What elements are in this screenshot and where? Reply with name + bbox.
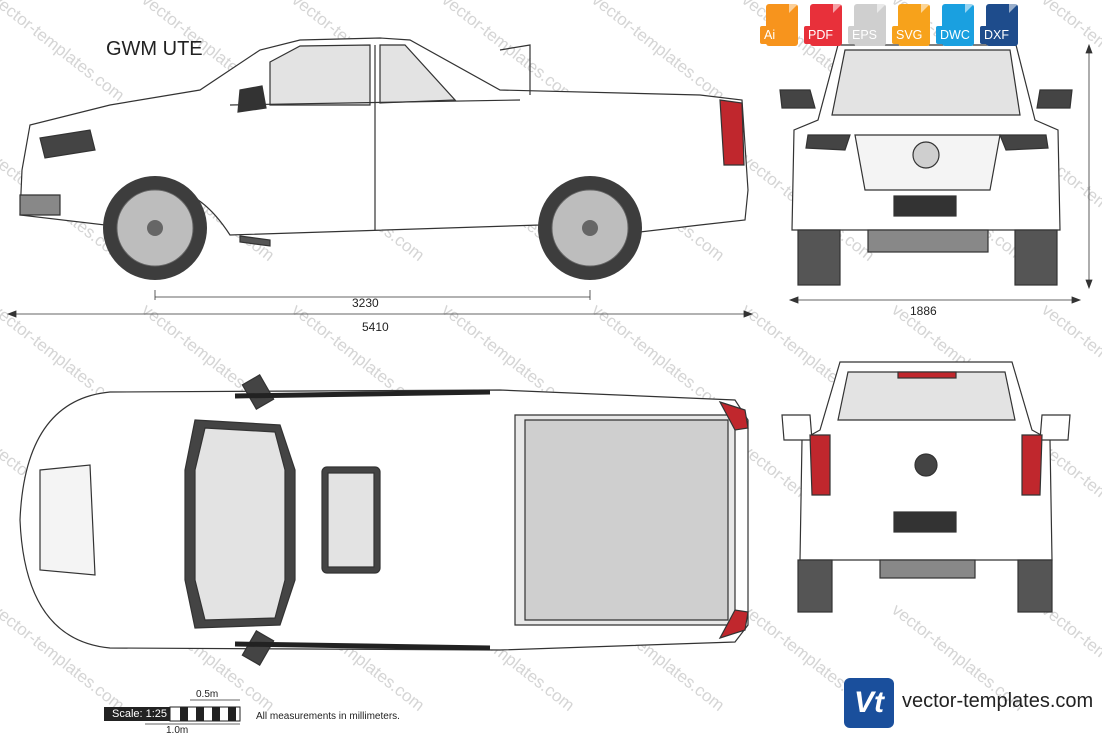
side-wheels [103, 176, 642, 280]
wheelbase-dimension: 3230 [352, 296, 379, 310]
measurement-note: All measurements in millimeters. [256, 711, 400, 722]
format-badges: Ai PDF EPS SVG DWC DXF [760, 4, 1021, 50]
format-label: DWC [936, 26, 974, 44]
top-view [19, 374, 749, 666]
format-label: EPS [848, 26, 882, 44]
scale-label: Scale: 1:25 [104, 707, 170, 721]
vt-logo-icon: Vt [844, 678, 894, 728]
length-dimension: 5410 [362, 320, 389, 334]
width-dimension: 1886 [910, 304, 937, 318]
format-svg[interactable]: SVG [892, 4, 933, 50]
format-ai[interactable]: Ai [760, 4, 801, 50]
scale-half-label: 0.5m [196, 689, 219, 700]
format-label: SVG [892, 26, 927, 44]
format-dxf[interactable]: DXF [980, 4, 1021, 50]
dimension-lines [6, 43, 1093, 725]
scale-bar [169, 706, 241, 722]
rear-view [781, 361, 1071, 613]
format-label: DXF [980, 26, 1013, 44]
format-eps[interactable]: EPS [848, 4, 889, 50]
format-pdf[interactable]: PDF [804, 4, 845, 50]
format-dwg[interactable]: DWC [936, 4, 977, 50]
scale-full-label: 1.0m [166, 725, 189, 736]
page-title: GWM UTE [106, 38, 203, 60]
front-view [779, 44, 1073, 286]
format-label: Ai [760, 26, 780, 44]
format-label: PDF [804, 26, 837, 44]
brand-name[interactable]: vector-templates.com [902, 690, 1094, 712]
